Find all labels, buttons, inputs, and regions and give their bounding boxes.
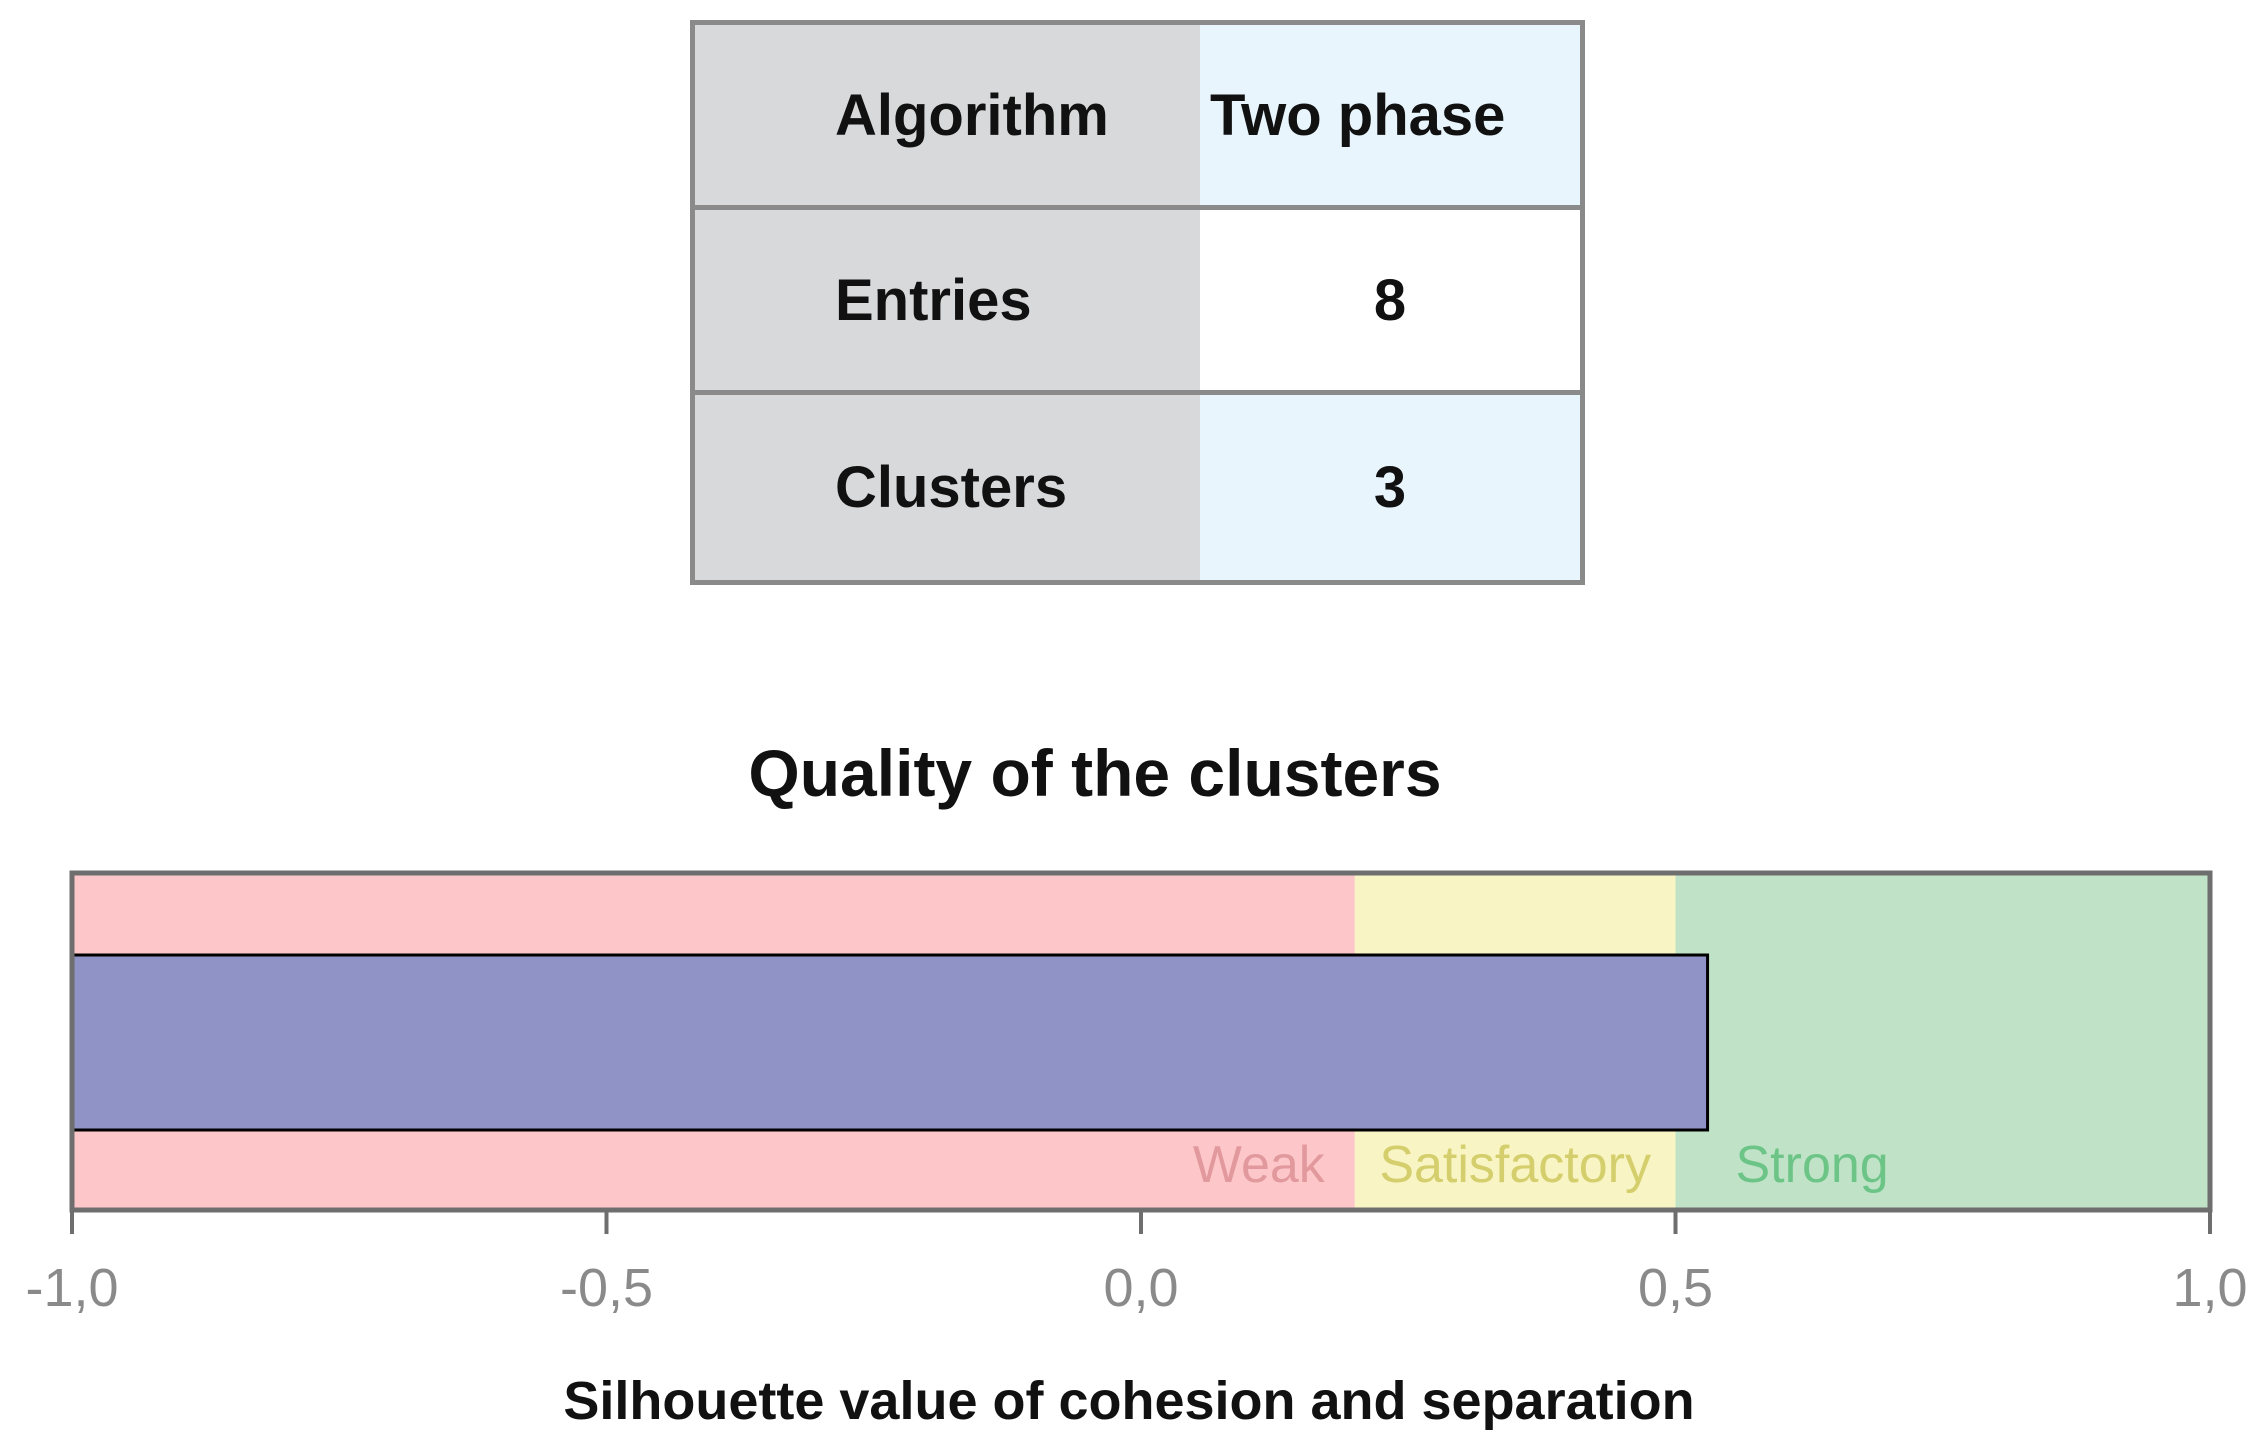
table-row-label: Algorithm — [695, 25, 1200, 210]
band-label-satisfactory: Satisfactory — [1379, 1136, 1651, 1194]
x-tick-label: -1,0 — [25, 1258, 118, 1318]
band-label-weak: Weak — [1193, 1136, 1326, 1194]
chart-title: Quality of the clusters — [748, 736, 1442, 810]
x-axis-title: Silhouette value of cohesion and separat… — [563, 1371, 1695, 1431]
band-label-strong: Strong — [1736, 1136, 1889, 1194]
x-tick-label: 1,0 — [2172, 1258, 2247, 1318]
table-row-label: Clusters — [695, 395, 1200, 580]
silhouette-bar — [70, 953, 1710, 1132]
table-row-label: Entries — [695, 210, 1200, 395]
x-tick-label: -0,5 — [560, 1258, 653, 1318]
band-strong — [1675, 873, 2210, 1210]
x-tick-label: 0,0 — [1103, 1258, 1178, 1318]
table-row-value: 8 — [1200, 210, 1580, 395]
table-row-value: 3 — [1200, 395, 1580, 580]
x-tick-label: 0,5 — [1638, 1258, 1713, 1318]
summary-table: Algorithm Two phase Entries 8 Clusters 3 — [690, 20, 1585, 585]
table-row-value: Two phase — [1200, 25, 1580, 210]
